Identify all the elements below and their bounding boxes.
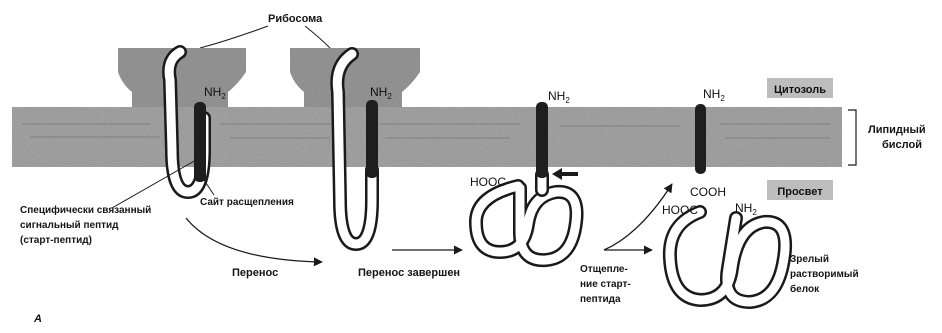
cleave-label-line3: пептида xyxy=(580,294,621,305)
lumen-label: Просвет xyxy=(767,180,833,200)
mature-protein-label-line3: белок xyxy=(790,283,820,295)
mature-protein-label-line1: Зрелый xyxy=(790,254,829,265)
panel-label: А xyxy=(33,313,42,325)
hooc-label-2: HOOC xyxy=(662,203,698,217)
signal-peptide-label-line2: сигнальный пептид xyxy=(20,220,119,231)
hooc-label-1: HOOC xyxy=(470,175,506,189)
lipid-bilayer xyxy=(12,107,842,167)
signal-peptide-label-line1: Специфически связанный xyxy=(20,204,151,216)
bilayer-label-line2: бислой xyxy=(882,139,922,151)
mature-protein xyxy=(670,212,785,302)
cytosol-label: Цитозоль xyxy=(767,78,833,98)
signal-peptide-2 xyxy=(366,100,378,178)
cleavage-site-pointer xyxy=(204,180,214,195)
cooh-label: COOH xyxy=(690,185,726,199)
mature-protein-label-line2: растворимый xyxy=(790,269,859,280)
bilayer-bracket xyxy=(848,110,856,165)
svg-text:Просвет: Просвет xyxy=(777,186,823,198)
ribosome-pointer-1 xyxy=(200,26,268,48)
signal-peptide-label-line3: (старт-пептид) xyxy=(20,235,92,246)
nh2-label-4: NH2 xyxy=(703,87,725,103)
transfer-arrow xyxy=(186,218,322,262)
signal-peptide-1 xyxy=(194,102,206,182)
nh2-label-3: NH2 xyxy=(548,89,570,105)
bilayer-label-line1: Липидный xyxy=(868,124,926,136)
signal-peptide-3 xyxy=(536,102,548,178)
cleave-branch-up-arrow xyxy=(604,184,672,250)
svg-text:Цитозоль: Цитозоль xyxy=(774,84,826,96)
transfer-done-label: Перенос завершен xyxy=(358,267,460,279)
cleave-label-line2: ние старт- xyxy=(580,279,631,290)
transfer-label: Перенос xyxy=(232,267,278,279)
ribosome-label: Рибосома xyxy=(268,13,323,25)
signal-peptide-4 xyxy=(695,104,706,174)
nh2-label-5: NH2 xyxy=(735,201,757,217)
cleavage-site-label: Сайт расщепления xyxy=(200,197,294,208)
ribosome-pointer-2 xyxy=(305,26,330,48)
cleave-label-line1: Отщепле- xyxy=(580,264,628,275)
